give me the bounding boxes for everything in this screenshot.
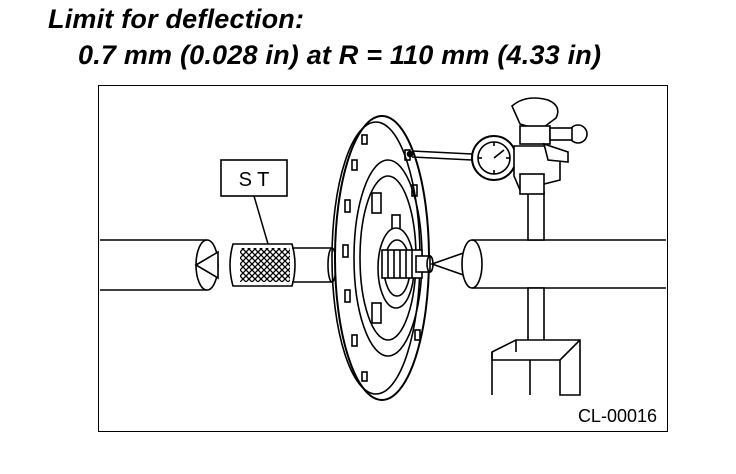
limit-title: Limit for deflection:	[48, 4, 305, 34]
special-tool-st	[229, 243, 337, 287]
dial-gauge-stand	[491, 191, 581, 396]
st-label-box: S T	[220, 159, 288, 197]
figure-code: CL-00016	[578, 406, 657, 426]
left-shaft	[100, 239, 219, 291]
spline-shaft	[381, 249, 434, 279]
illustration-frame	[98, 85, 668, 432]
st-leader-line	[253, 195, 269, 245]
dial-gauge	[406, 97, 588, 195]
limit-value: 0.7 mm (0.028 in) at R = 110 mm (4.33 in…	[78, 40, 602, 70]
st-label-text: S T	[239, 169, 270, 191]
right-center	[429, 239, 666, 289]
